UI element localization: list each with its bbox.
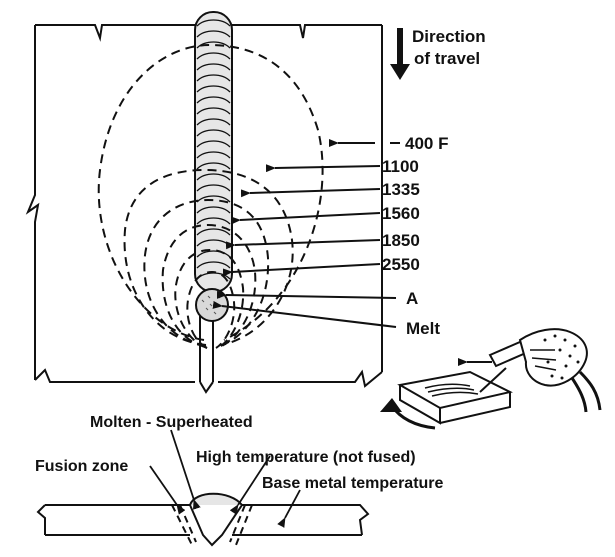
isotherm-400 bbox=[97, 43, 324, 341]
isotherm-1335 bbox=[143, 198, 270, 347]
bead-ripple bbox=[196, 162, 231, 170]
weld-puddle bbox=[195, 288, 229, 322]
label-fusion: Fusion zone bbox=[35, 458, 128, 475]
leader-high-temp bbox=[229, 455, 271, 515]
leader-melt bbox=[212, 300, 397, 328]
isotherms bbox=[97, 43, 324, 349]
temperature-labels: 400 F 1100 1335 1560 1850 2550 A Melt bbox=[382, 134, 448, 338]
bead-ripple bbox=[196, 30, 231, 38]
cross-section-labels: Molten - Superheated Fusion zone High te… bbox=[35, 414, 444, 492]
bead-ripple bbox=[196, 107, 231, 115]
bead-ripple bbox=[196, 195, 231, 203]
bead-ripple bbox=[196, 140, 231, 148]
leader-1100 bbox=[265, 164, 381, 173]
bead-ripple bbox=[196, 19, 231, 27]
leader-molten bbox=[170, 429, 201, 510]
bead-ripple bbox=[196, 261, 231, 269]
workpiece-block bbox=[397, 370, 513, 425]
leader-1560 bbox=[230, 212, 381, 225]
label-base-metal: Base metal temperature bbox=[262, 475, 444, 492]
isotherm-2550 bbox=[186, 270, 236, 349]
bead-ripple bbox=[196, 63, 231, 71]
label-1850: 1850 bbox=[382, 231, 420, 250]
welding-torch-illustration bbox=[380, 328, 602, 430]
direction-of-travel: Direction of travel bbox=[390, 27, 486, 80]
bead-ripple bbox=[196, 228, 231, 236]
weld-bead bbox=[194, 11, 233, 322]
label-melt: Melt bbox=[406, 319, 440, 338]
label-molten: Molten - Superheated bbox=[90, 414, 253, 431]
label-a: A bbox=[406, 289, 418, 308]
bead-ripple bbox=[196, 250, 231, 258]
bead-ripple bbox=[196, 52, 231, 60]
bead-ripple bbox=[196, 217, 231, 225]
direction-label-line2: of travel bbox=[414, 49, 480, 68]
bead-ripple bbox=[196, 206, 231, 214]
cross-section bbox=[36, 429, 370, 547]
weld-crown bbox=[189, 492, 243, 506]
leader-1850 bbox=[225, 239, 381, 250]
label-1100: 1100 bbox=[382, 157, 419, 176]
bead-ripple bbox=[196, 184, 231, 192]
label-high-temp: High temperature (not fused) bbox=[196, 449, 416, 466]
bead-ripple bbox=[196, 129, 231, 137]
label-1560: 1560 bbox=[382, 204, 420, 223]
bead-ripple bbox=[196, 85, 231, 93]
bead-ripple bbox=[196, 74, 231, 82]
isotherm-1850 bbox=[174, 248, 245, 349]
plate bbox=[25, 24, 383, 394]
bead-ripple bbox=[196, 173, 231, 181]
down-arrow-icon bbox=[390, 28, 410, 80]
bead-ripple bbox=[196, 41, 231, 49]
temperature-leaders bbox=[212, 139, 400, 328]
rotate-arrow-icon bbox=[380, 398, 436, 430]
leader-a bbox=[216, 290, 397, 299]
label-400f: 400 F bbox=[405, 134, 448, 153]
leader-fusion bbox=[149, 465, 186, 515]
bead-ripple bbox=[196, 96, 231, 104]
leader-1335 bbox=[240, 188, 381, 198]
isotherm-1100 bbox=[123, 168, 294, 346]
leader-base-metal bbox=[277, 489, 301, 528]
label-1335: 1335 bbox=[382, 180, 420, 199]
bead-ripple bbox=[196, 151, 231, 159]
welding-torch-hand bbox=[488, 328, 602, 413]
direction-label-line1: Direction bbox=[412, 27, 486, 46]
bead-ripple bbox=[196, 118, 231, 126]
leader-2550 bbox=[222, 263, 381, 277]
label-2550: 2550 bbox=[382, 255, 420, 274]
isotherm-1560 bbox=[161, 223, 257, 348]
